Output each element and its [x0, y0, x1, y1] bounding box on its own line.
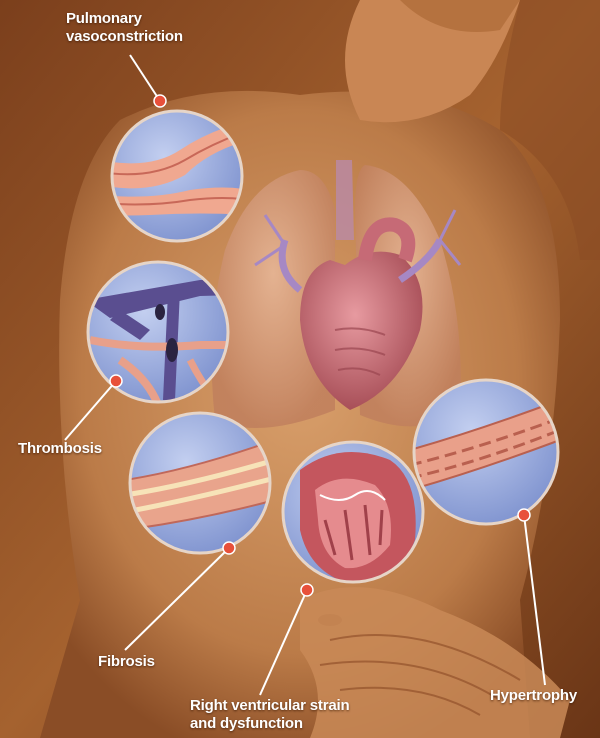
- label-rv-line2: and dysfunction: [190, 715, 349, 733]
- label-pulmonary-vasoconstriction: Pulmonary vasoconstriction: [66, 10, 183, 46]
- marker-rv: [301, 584, 313, 596]
- label-right-ventricular: Right ventricular strain and dysfunction: [190, 697, 349, 733]
- label-hypertrophy: Hypertrophy: [490, 687, 577, 705]
- label-rv-line1: Right ventricular strain: [190, 697, 349, 715]
- label-fibrosis: Fibrosis: [98, 653, 155, 671]
- label-thrombosis: Thrombosis: [18, 440, 102, 458]
- marker-fibrosis: [223, 542, 235, 554]
- marker-pulmonary: [154, 95, 166, 107]
- trachea: [336, 160, 354, 240]
- marker-thrombosis: [110, 375, 122, 387]
- marker-hypertrophy: [518, 509, 530, 521]
- label-pulmonary-line2: vasoconstriction: [66, 28, 183, 46]
- label-pulmonary-line1: Pulmonary: [66, 10, 183, 28]
